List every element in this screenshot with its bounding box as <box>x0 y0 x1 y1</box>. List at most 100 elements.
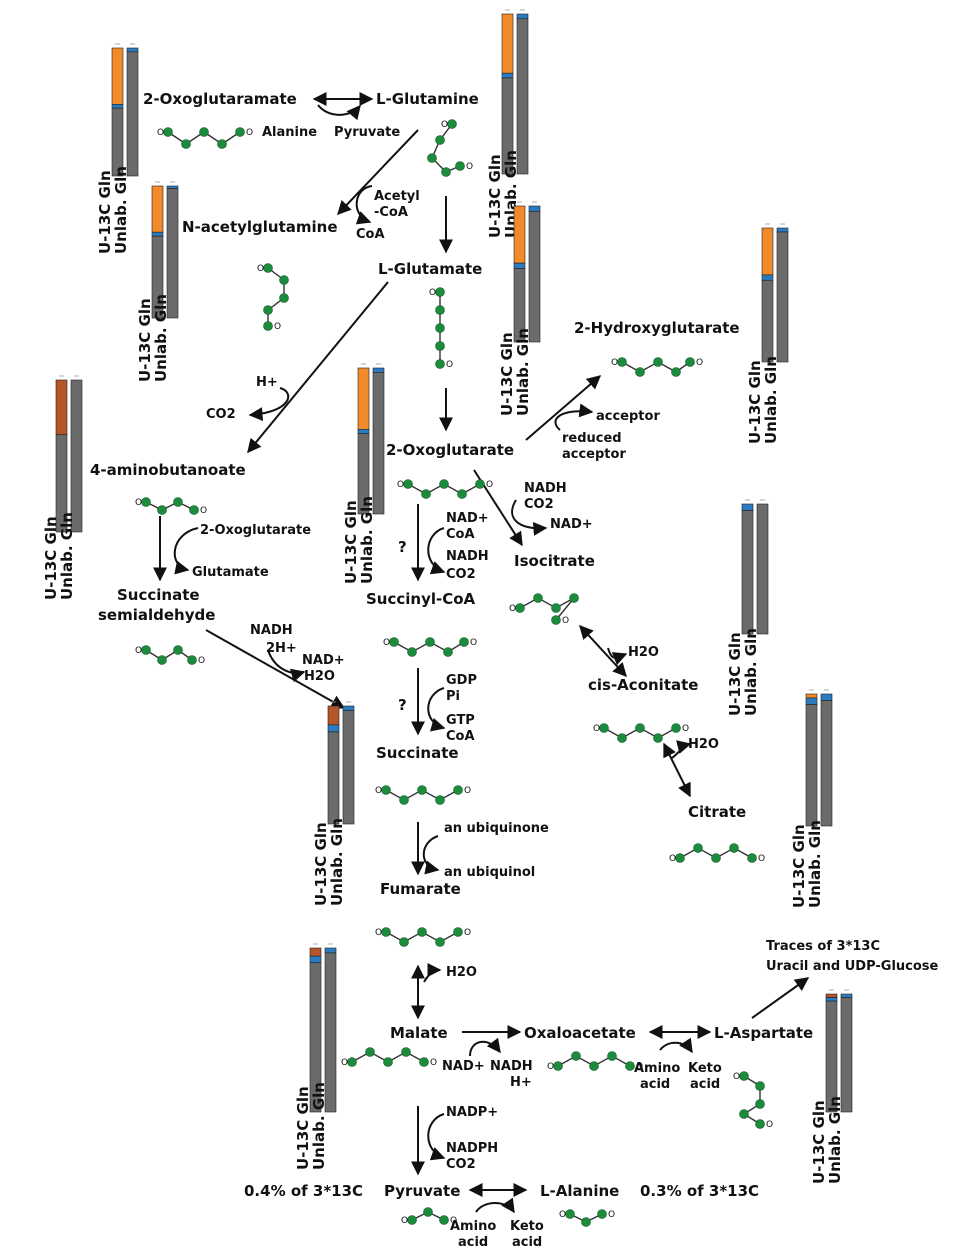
bar-tracer-segment <box>501 13 514 74</box>
mol-isocitrate: OO <box>509 593 579 626</box>
bar-control-segment <box>776 231 789 363</box>
carbon-atom <box>199 127 209 137</box>
bar-control-segment <box>528 211 541 343</box>
cofactor-nadh-3: NADH <box>250 623 293 638</box>
bar-tracer-segment <box>357 429 370 435</box>
oxygen-atom: O <box>669 854 676 864</box>
oxygen-atom: O <box>696 358 703 368</box>
bar-label-tracer: U-13C Gln <box>312 822 330 906</box>
carbon-atom <box>435 795 445 805</box>
label-hydroxyglutarate: 2-Hydroxyglutarate <box>574 319 740 337</box>
oxygen-atom: O <box>200 506 207 516</box>
cofactor-nadplus-4: NAD+ <box>442 1059 485 1074</box>
carbon-atom <box>347 1057 357 1067</box>
bar-tracer-segment <box>151 185 164 233</box>
oxygen-atom: O <box>547 1062 554 1072</box>
arrow-aconitate-citrate <box>663 742 691 798</box>
label-ssa-1: Succinate <box>117 586 200 604</box>
oxygen-atom: O <box>611 358 618 368</box>
bar-control-segment <box>820 693 833 701</box>
carbon-atom <box>399 937 409 947</box>
bar-tracer-segment <box>513 268 526 343</box>
carbon-atom <box>421 489 431 499</box>
bar-control-segment <box>776 227 789 233</box>
cofactor-pyruvate: Pyruvate <box>334 125 400 140</box>
arrow-h2o-curve-3 <box>423 963 442 983</box>
oxygen-atom: O <box>464 786 471 796</box>
oxygen-atom: O <box>135 498 142 508</box>
carbon-atom <box>729 843 739 853</box>
bar-control-segment <box>820 700 833 827</box>
bar-control-segment <box>840 997 853 1113</box>
carbon-atom <box>597 1209 607 1219</box>
carbon-atom <box>425 637 435 647</box>
bar-tracer-segment <box>327 731 340 825</box>
carbon-atom <box>435 341 445 351</box>
bar-tracer-segment <box>151 235 164 319</box>
bar-tracer-segment <box>805 704 818 827</box>
oxygen-atom: O <box>397 480 404 490</box>
bar-label-tracer: U-13C Gln <box>342 500 360 584</box>
carbon-atom <box>401 1047 411 1057</box>
bar-control-segment <box>166 188 179 319</box>
bar-control-segment <box>756 503 769 635</box>
bar-label-control: Unlab. Gln <box>328 818 346 906</box>
bar-tracer-segment <box>357 433 370 515</box>
carbon-atom <box>459 637 469 647</box>
oxygen-atom: O <box>682 724 689 734</box>
cofactor-2hplus: 2H+ <box>266 641 297 656</box>
arrow-aspartate-traces <box>751 977 810 1019</box>
carbon-atom <box>279 293 289 303</box>
bar-label-tracer: U-13C Gln <box>726 632 744 716</box>
bar-label-control: Unlab. Gln <box>826 1096 844 1184</box>
oxygen-atom: O <box>446 360 453 370</box>
annotations: Traces of 3*13C Uracil and UDP-Glucose 0… <box>244 939 939 1200</box>
bar-label-tracer: U-13C Gln <box>486 154 504 238</box>
cofactor-coa-1: CoA <box>356 227 385 242</box>
bar-control-segment <box>324 952 337 1113</box>
carbon-atom <box>515 603 525 613</box>
cofactor-nadplus-3: NAD+ <box>302 653 345 668</box>
oxygen-atom: O <box>509 604 516 614</box>
carbon-atom <box>435 305 445 315</box>
bar-control-segment <box>840 993 853 998</box>
bar-control-segment <box>342 705 355 712</box>
bar-label-control: Unlab. Gln <box>514 328 532 416</box>
arrow-nad-coa-curve <box>427 527 446 575</box>
bar-tracer-segment <box>309 947 322 957</box>
oxygen-atom: O <box>157 128 164 138</box>
carbon-atom <box>711 853 721 863</box>
bar-tracer-segment <box>741 503 754 511</box>
bar-control-segment <box>324 947 337 954</box>
bar-control-segment <box>516 18 529 175</box>
cofactor-amino-2a: Amino <box>450 1219 496 1234</box>
carbon-atom <box>565 1209 575 1219</box>
carbon-atom <box>551 615 561 625</box>
bar-label-control: Unlab. Gln <box>806 820 824 908</box>
carbon-atom <box>739 1071 749 1081</box>
cofactor-reduced-2: acceptor <box>562 447 626 462</box>
oxygen-atom: O <box>470 638 477 648</box>
cofactor-nadplus-2: NAD+ <box>446 511 489 526</box>
carbon-atom <box>173 497 183 507</box>
oxygen-atom: O <box>464 928 471 938</box>
carbon-atom <box>263 321 273 331</box>
label-pyruvate: Pyruvate <box>384 1182 460 1200</box>
oxygen-atom: O <box>593 724 600 734</box>
bar-label-tracer: U-13C Gln <box>136 298 154 382</box>
carbon-atom <box>383 1057 393 1067</box>
carbon-atom <box>435 287 445 297</box>
annotation-traces-1: Traces of 3*13C <box>766 939 880 954</box>
carbon-atom <box>617 357 627 367</box>
bar-label-tracer: U-13C Gln <box>96 170 114 254</box>
bar-control-segment <box>70 379 83 533</box>
arrow-alanine-pyruvate-curve <box>317 104 361 121</box>
